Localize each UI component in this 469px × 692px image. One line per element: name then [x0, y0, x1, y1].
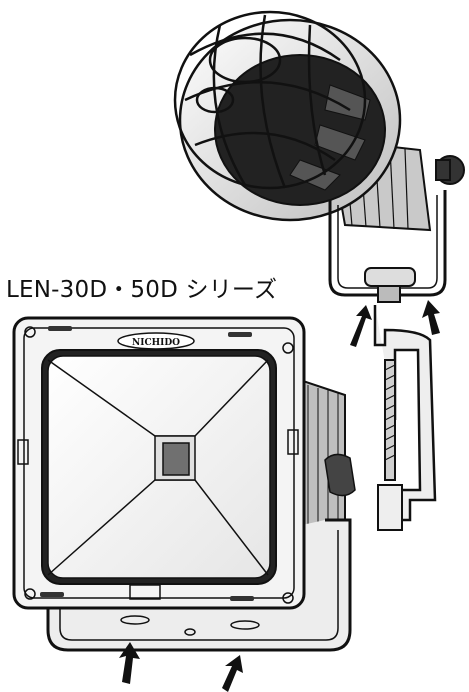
brand-badge: NICHIDO	[117, 332, 195, 350]
arrow-icon	[119, 642, 140, 684]
floodlight-illustration	[12, 316, 356, 652]
arrow-icon	[422, 300, 440, 335]
arrow-icon	[222, 655, 243, 692]
brand-badge-text: NICHIDO	[132, 338, 180, 348]
series-label: LEN-30D・50D シリーズ	[6, 277, 278, 303]
cage-lamp-illustration	[173, 10, 465, 531]
led-chip	[162, 442, 190, 476]
arrow-icon	[350, 305, 372, 347]
